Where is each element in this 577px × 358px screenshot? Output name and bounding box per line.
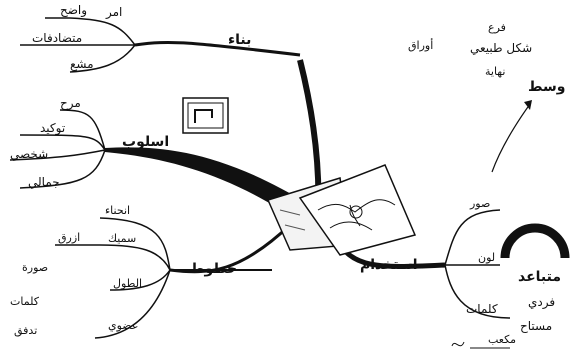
leaf-upper-left-3: شخصي — [10, 147, 49, 161]
branch-lower-left-line — [169, 223, 292, 274]
central-image-map — [266, 164, 417, 256]
note-top-right-5: وسط — [528, 79, 566, 95]
note-bottom-right-1: متباعد — [518, 269, 562, 285]
leaf-lower-left-1: انحناء — [105, 204, 131, 217]
note-bottom-right-2: فردي — [528, 295, 556, 309]
leaf-right-1: صور — [470, 197, 491, 210]
note-bottom-right-3: مستاح — [520, 319, 553, 333]
scribble-mark — [451, 341, 510, 349]
lower-left-sub-lines — [55, 217, 171, 339]
rainbow-arc-icon — [500, 223, 570, 259]
boxed-drawing-icon — [182, 97, 229, 134]
note-top-right-3: أوراق — [408, 39, 434, 52]
leaf-right-2: لون — [478, 251, 496, 264]
branch-label-lower-left: خطوط — [190, 261, 238, 277]
top-sub-lines — [20, 17, 136, 73]
leaf-lower-left-3: ازرق — [58, 231, 81, 244]
leaf-upper-left-2: توكيد — [40, 121, 66, 135]
leaf-lower-left-6: كلمات — [10, 295, 39, 308]
arrowhead-icon — [524, 100, 532, 110]
leaf-lower-left-5: الطول — [113, 277, 143, 290]
branch-top-underline — [134, 40, 301, 57]
branch-label-right: استخدام — [360, 257, 418, 273]
leaf-top-2: امر — [106, 5, 123, 19]
upper-left-sub-lines — [9, 109, 106, 189]
leaf-lower-left-4: صورة — [22, 261, 49, 274]
leaf-top-3: متضادفات — [32, 31, 83, 45]
note-top-right-1: فرع — [488, 21, 506, 34]
arrow-icon — [491, 103, 531, 173]
signature-text: مكعب — [488, 333, 517, 346]
right-sub-lines — [444, 209, 511, 319]
leaf-right-3: كلمات — [466, 302, 498, 316]
note-top-right-2: شكل طبيعي — [470, 41, 533, 55]
leaf-upper-left-1: مرح — [60, 96, 81, 110]
leaf-top-4: مشع — [70, 57, 94, 71]
leaf-lower-left-8: تدفق — [14, 324, 38, 337]
leaf-lower-left-7: عضوي — [108, 319, 139, 332]
leaf-top-1: واضح — [60, 3, 88, 17]
branch-label-upper-left: اسلوب — [122, 134, 170, 150]
note-top-right-4: نهاية — [485, 65, 506, 78]
leaf-upper-left-4: جمالي — [28, 175, 60, 189]
branch-label-top: بناء — [228, 32, 252, 48]
leaf-lower-left-2: سميك — [108, 232, 137, 245]
